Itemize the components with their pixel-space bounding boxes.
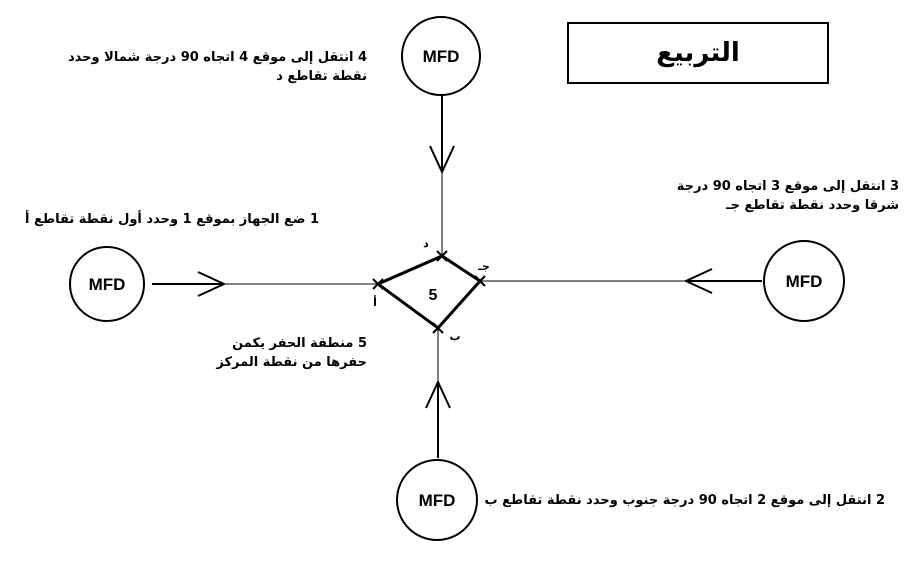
step4-line1: 4 انتقل إلى موقع 4 اتجاه 90 درجة شمالا و… bbox=[68, 50, 367, 65]
page-title: التربيع bbox=[656, 38, 740, 68]
center-label: 5 bbox=[429, 287, 438, 304]
mfd-station-4: MFD bbox=[401, 16, 481, 96]
arrow-south-icon bbox=[429, 96, 455, 175]
point-label-b: ب bbox=[449, 330, 460, 343]
step2-annotation: 2 انتقل إلى موقع 2 اتجاه 90 درجة جنوب وح… bbox=[485, 491, 886, 510]
mfd-label: MFD bbox=[786, 272, 823, 291]
mfd-label: MFD bbox=[419, 491, 456, 510]
step2-line1: 2 انتقل إلى موقع 2 اتجاه 90 درجة جنوب وح… bbox=[484, 493, 886, 508]
mfd-station-2: MFD bbox=[396, 459, 478, 541]
x-marker-icon bbox=[436, 250, 448, 262]
x-marker-icon bbox=[372, 278, 384, 290]
arrow-north-icon bbox=[425, 379, 451, 458]
step3-annotation: 3 انتقل إلى موقع 3 اتجاه 90 درجة شرقا وح… bbox=[677, 177, 899, 215]
mfd-label: MFD bbox=[423, 47, 460, 66]
step4-line2: نقطة تقاطع د bbox=[276, 69, 367, 84]
x-marker-icon bbox=[474, 275, 486, 287]
mfd-label: MFD bbox=[89, 275, 126, 294]
step3-line2: شرقا وحدد نقطة تقاطع جـ bbox=[726, 198, 899, 213]
step1-annotation: 1 ضع الجهاز بموقع 1 وحدد أول نقطة تقاطع … bbox=[25, 210, 319, 229]
title-box: التربيع bbox=[567, 22, 829, 84]
step4-annotation: 4 انتقل إلى موقع 4 اتجاه 90 درجة شمالا و… bbox=[68, 48, 367, 86]
mfd-station-3: MFD bbox=[763, 240, 845, 322]
arrow-east-icon bbox=[152, 271, 227, 297]
x-marker-icon bbox=[432, 322, 444, 334]
step1-line1: 1 ضع الجهاز بموقع 1 وحدد أول نقطة تقاطع … bbox=[25, 212, 319, 227]
point-label-c: جـ bbox=[477, 260, 490, 273]
mfd-station-1: MFD bbox=[69, 246, 145, 322]
step5-annotation: 5 منطقة الحفر يكمن حفرها من نقطة المركز bbox=[216, 334, 367, 372]
arrow-west-icon bbox=[683, 268, 762, 294]
step3-line1: 3 انتقل إلى موقع 3 اتجاه 90 درجة bbox=[676, 179, 899, 194]
point-label-a: أ bbox=[373, 295, 377, 309]
step5-line1: 5 منطقة الحفر يكمن bbox=[232, 336, 367, 351]
point-label-d: د bbox=[423, 237, 429, 250]
step5-line2: حفرها من نقطة المركز bbox=[216, 355, 367, 370]
